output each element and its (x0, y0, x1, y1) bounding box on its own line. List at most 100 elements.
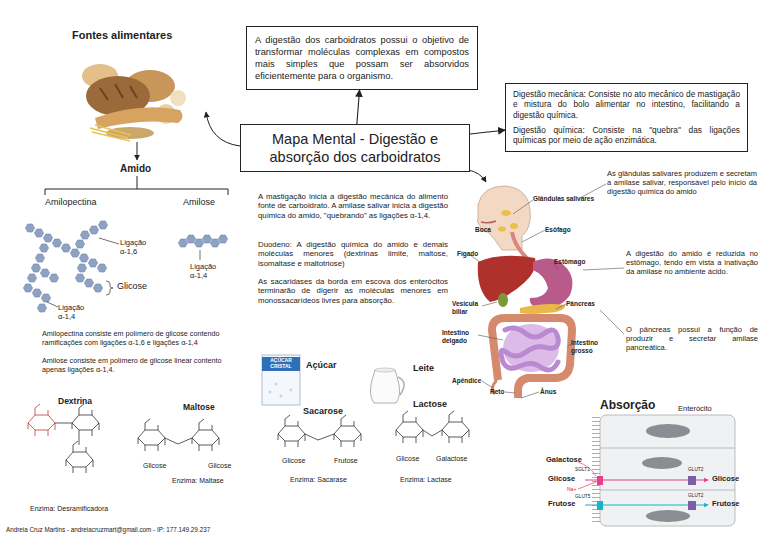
text-label: Ligação α-1,4 (190, 262, 228, 280)
amylopectin-molecule (31, 264, 40, 272)
chemical-structure (396, 411, 423, 443)
amylopectin-molecule (41, 294, 50, 302)
text-label: Frutose (712, 499, 740, 508)
connector-arrow (357, 90, 360, 124)
amylopectin-molecule (97, 264, 106, 272)
amylose-molecule (178, 239, 187, 247)
section-heading: Amido (120, 163, 151, 175)
box-text: Digestão mecânica: Consiste no ato mecân… (513, 89, 740, 120)
amylopectin-molecule (77, 264, 86, 272)
text-label: Ligação α-1,4 (58, 303, 96, 321)
bond-leader-line (99, 238, 119, 244)
text-label: Enzima: Sacarase (290, 476, 347, 484)
text-label: Pâncreas (566, 300, 595, 308)
text-label: GLUT2 (688, 493, 703, 499)
amylose-molecule (218, 235, 227, 243)
transport-arrow (578, 482, 596, 489)
amylopectin-molecule (25, 224, 34, 232)
organ-leader-line (478, 335, 503, 340)
digestive-system (498, 227, 506, 232)
chemical-structure (165, 438, 192, 444)
chemical-structure (55, 423, 79, 445)
organ-leader-line (505, 392, 515, 393)
organ-leader-line (482, 302, 497, 306)
organ-leader-line (556, 304, 566, 309)
bond-leader-line (47, 302, 58, 307)
note-text: As sacaridases da borda em escova dos en… (258, 277, 448, 305)
amylopectin-molecule (80, 231, 89, 239)
chemical-structure (138, 419, 165, 451)
sugar-package (275, 383, 278, 386)
leader-arrow (137, 142, 138, 160)
digestive-system (477, 186, 572, 398)
organ-leader-line (522, 230, 545, 242)
chemical-structure (66, 441, 93, 473)
text-label: Esôfago (545, 226, 571, 234)
digestive-system (498, 293, 508, 307)
text-label: Enzima: Maltase (172, 477, 224, 485)
digestive-system (477, 186, 530, 250)
sugar-package (269, 391, 272, 394)
text-label: GLUT2 (688, 467, 703, 473)
chemical-structure (278, 415, 305, 447)
sugar-package (290, 389, 293, 392)
section-heading: Maltose (183, 402, 215, 412)
amylopectin-molecule (37, 304, 46, 312)
organ-leader-line (521, 392, 539, 398)
sugar-package (262, 357, 300, 371)
concept-box: Digestão mecânica: Consiste no ato mecân… (505, 83, 748, 152)
text-label: Boca (475, 226, 491, 234)
amylopectin-molecule (98, 221, 107, 229)
section-heading: Leite (413, 363, 434, 374)
milk-jug (370, 370, 399, 403)
text-label: Estômago (554, 258, 585, 266)
enterocyte-cell (596, 415, 735, 526)
text-label: Glicose (117, 281, 147, 292)
note-text: O pâncreas possui a função de produzir e… (626, 325, 758, 352)
chemical-structure (192, 419, 219, 451)
enterocyte-cell (600, 415, 735, 526)
digestive-system (501, 210, 511, 216)
note-text: Amilopectina consiste em polímero de gli… (42, 330, 242, 347)
amylopectin-molecule (49, 274, 58, 282)
digestive-system (510, 223, 518, 229)
amylopectin-molecule (35, 254, 44, 262)
bond-leader-line (106, 281, 113, 295)
milk-jug (375, 368, 395, 372)
text-label: Amilose (183, 197, 215, 208)
amylose-molecule (202, 235, 211, 243)
section-heading: Dextrina (58, 396, 92, 406)
text-label: GLUT5 (575, 494, 590, 500)
section-heading: Lactose (413, 399, 447, 410)
text-label: Glicose (712, 474, 739, 483)
chemical-structure (423, 430, 442, 436)
amylopectin-molecule (89, 226, 98, 234)
amylopectin-molecule (75, 274, 84, 282)
digestive-system (520, 304, 565, 314)
text-label: Glicose (396, 455, 419, 463)
amylopectin-molecule (39, 244, 48, 252)
text-label: Apêndice (452, 377, 481, 385)
section-heading: Fontes alimentares (72, 29, 172, 42)
enterocyte-cell (600, 448, 735, 490)
enterocyte-cell (642, 457, 682, 469)
text-label: Galactose (546, 455, 582, 464)
sugar-package (280, 395, 283, 398)
note-text: Amilose consiste em polímero de glicose … (42, 357, 242, 374)
transport-arrow (578, 462, 708, 505)
text-label: Glicose (282, 457, 305, 465)
digestive-system (478, 256, 536, 302)
text-label: Glicose (548, 474, 575, 483)
text-label: Glicose (143, 462, 166, 470)
digestive-system (492, 318, 572, 398)
note-text: A mastigação inicia a digestão mecânica … (258, 192, 448, 220)
digestive-system (481, 221, 496, 223)
amylopectin-molecule (23, 284, 32, 292)
text-label: SGLT1 (575, 467, 590, 473)
membrane-transporter (597, 476, 603, 485)
organ-leader-line (568, 344, 571, 346)
amylopectin-molecule (84, 279, 93, 287)
amylose-molecule (194, 239, 203, 247)
organ-leader-line (482, 381, 493, 388)
